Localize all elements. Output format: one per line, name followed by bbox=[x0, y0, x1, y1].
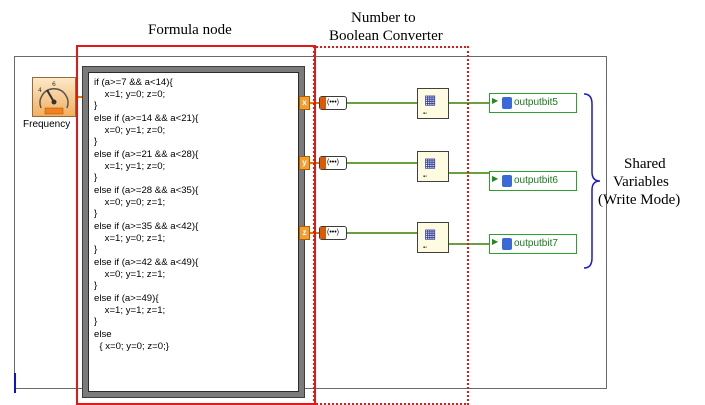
frequency-label: Frequency bbox=[23, 119, 71, 130]
formula-line: x=0; y=1; z=0; bbox=[94, 125, 166, 136]
write-arrow-icon: ▶ bbox=[492, 96, 499, 105]
svg-text:6: 6 bbox=[52, 81, 56, 88]
formula-node-title: Formula node bbox=[148, 22, 232, 38]
converter-terminal-glyph: ▪▫ bbox=[423, 245, 428, 251]
formula-line: x=1; y=1; z=1; bbox=[94, 305, 166, 316]
shared-variable-label: outputbit6 bbox=[514, 175, 558, 186]
formula-line: } bbox=[94, 208, 98, 219]
write-arrow-icon: ▶ bbox=[492, 237, 499, 246]
converter-terminal-glyph: ▪▫ bbox=[423, 111, 428, 117]
wire-z-green bbox=[347, 232, 417, 234]
shared-variable-icon bbox=[502, 175, 512, 187]
number-to-boolean-array-converter-z[interactable]: ▦ ▪▫ bbox=[417, 222, 449, 253]
formula-line: } bbox=[94, 136, 98, 147]
wire-z-out bbox=[449, 243, 489, 245]
shared-variable-icon bbox=[502, 238, 512, 250]
shared-variable-outputbit6[interactable]: ▶ outputbit6 bbox=[489, 171, 577, 191]
shared-vars-line3: (Write Mode) bbox=[598, 192, 681, 208]
wire-x-green bbox=[347, 102, 417, 104]
formula-node-highlight-box bbox=[76, 45, 316, 405]
number-to-boolean-array-converter-x[interactable]: ▦ ▪▫ bbox=[417, 88, 449, 119]
converter-terminal-glyph: ▪▫ bbox=[423, 174, 428, 180]
shared-variable-outputbit7[interactable]: ▶ outputbit7 bbox=[489, 234, 577, 254]
formula-line: else if (a>=28 && a<35){ bbox=[94, 185, 199, 196]
formula-line: x=0; y=0; z=1; bbox=[94, 197, 166, 208]
shared-variable-icon bbox=[502, 97, 512, 109]
wire-y-green bbox=[347, 162, 417, 164]
number-to-boolean-array-converter-y[interactable]: ▦ ▪▫ bbox=[417, 151, 449, 182]
formula-node-code-area[interactable]: if (a>=7 && a<14){ x=1; y=0; z=0; } else… bbox=[88, 72, 299, 392]
formula-line: else if (a>=35 && a<42){ bbox=[94, 221, 199, 232]
converter-highlight-box bbox=[313, 46, 469, 405]
shared-variable-label: outputbit5 bbox=[514, 97, 558, 108]
frequency-wire bbox=[76, 96, 84, 98]
formula-line: } bbox=[94, 244, 98, 255]
formula-output-terminal-x[interactable]: x bbox=[299, 96, 310, 110]
numeric-indicator-z: (•••) bbox=[319, 226, 347, 240]
formula-line: x=1; y=0; z=0; bbox=[94, 89, 166, 100]
write-arrow-icon: ▶ bbox=[492, 174, 499, 183]
formula-line: { x=0; y=0; z=0;} bbox=[94, 341, 169, 352]
formula-line: if (a>=7 && a<14){ bbox=[94, 77, 173, 88]
wire-y-out bbox=[449, 172, 489, 174]
formula-output-terminal-z[interactable]: z bbox=[299, 226, 310, 240]
formula-line: x=0; y=1; z=1; bbox=[94, 269, 166, 280]
array-grid-icon: ▦ bbox=[424, 226, 437, 241]
wire-x-out bbox=[449, 102, 489, 104]
formula-line: x=1; y=1; z=0; bbox=[94, 161, 166, 172]
shared-vars-line2: Variables bbox=[613, 174, 669, 190]
formula-line: } bbox=[94, 172, 98, 183]
shared-variable-outputbit5[interactable]: ▶ outputbit5 bbox=[489, 93, 577, 113]
converter-title-line1: Number to bbox=[351, 10, 416, 26]
formula-line: else if (a>=14 && a<21){ bbox=[94, 113, 199, 124]
shared-variables-brace bbox=[583, 93, 601, 269]
formula-line: else bbox=[94, 329, 112, 340]
array-grid-icon: ▦ bbox=[424, 155, 437, 170]
frequency-knob-icon[interactable]: 4 6 bbox=[32, 77, 76, 117]
formula-line: else if (a>=49){ bbox=[94, 293, 159, 304]
formula-line: x=1; y=0; z=1; bbox=[94, 233, 166, 244]
panel-edge-marker bbox=[14, 373, 16, 393]
numeric-indicator-y: (•••) bbox=[319, 156, 347, 170]
numeric-indicator-x: (•••) bbox=[319, 96, 347, 110]
shared-variable-label: outputbit7 bbox=[514, 238, 558, 249]
formula-line: } bbox=[94, 280, 98, 291]
converter-title-line2: Boolean Converter bbox=[329, 28, 443, 44]
shared-vars-line1: Shared bbox=[624, 156, 666, 172]
formula-line: } bbox=[94, 316, 98, 327]
formula-line: else if (a>=42 && a<49){ bbox=[94, 257, 199, 268]
formula-line: else if (a>=21 && a<28){ bbox=[94, 149, 199, 160]
formula-output-terminal-y[interactable]: y bbox=[299, 156, 310, 170]
array-grid-icon: ▦ bbox=[424, 92, 437, 107]
svg-text:4: 4 bbox=[38, 87, 42, 94]
formula-line: } bbox=[94, 100, 98, 111]
